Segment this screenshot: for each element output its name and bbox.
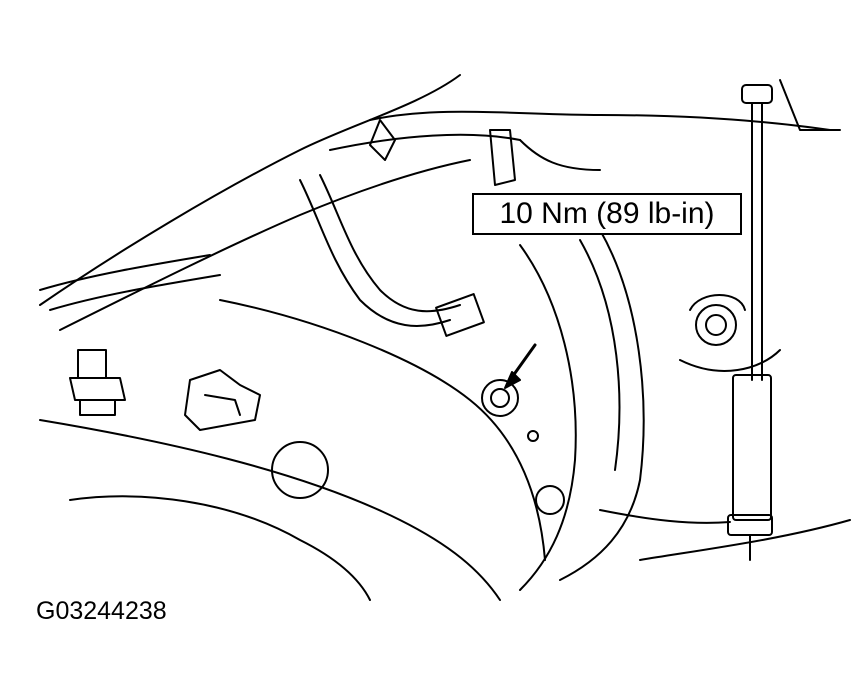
figure-id: G03244238: [36, 597, 167, 625]
torque-callout: 10 Nm (89 lb-in): [472, 193, 742, 235]
torque-label: 10 Nm (89 lb-in): [499, 197, 715, 230]
